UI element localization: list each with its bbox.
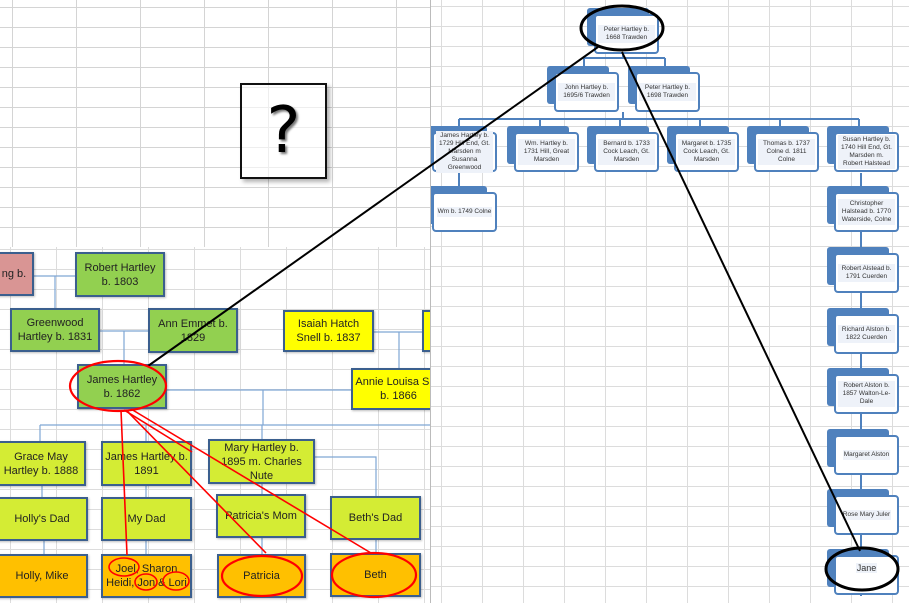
node-label: John Hartley b. 1695/6 Trawden [558,83,615,101]
james-hartley-1891-box[interactable]: James Hartley b. 1891 [101,441,192,486]
box-label: Holly's Dad [14,513,70,525]
holly-mike-box[interactable]: Holly, Mike [0,554,88,598]
org-node-child[interactable]: Margaret b. 1735 Cock Leach, Gt. Marsden [667,126,739,172]
node-label: Christopher Halstead b. 1770 Waterside, … [838,199,895,225]
org-node-descendant[interactable]: Robert Alston b. 1857 Walton-Le-Dale [827,368,899,414]
box-label: Greenwood Hartley b. 1831 [17,317,93,343]
partial-yellow-box[interactable] [422,310,430,352]
box-label: Joel, Sharon Heidi, Jon & Lori [106,563,187,589]
robert-hartley-box[interactable]: Robert Hartley b. 1803 [75,252,165,297]
org-node-peter-1698[interactable]: Peter Hartley b. 1698 Trawden [628,66,700,112]
org-node-descendant[interactable]: Christopher Halstead b. 1770 Waterside, … [827,186,899,232]
my-dad-box[interactable]: My Dad [101,497,192,541]
box-label: ng b. [1,268,27,280]
org-node-child[interactable]: Susan Hartley b. 1740 Hill End, Gt. Mars… [827,126,899,172]
spreadsheet-family-tree-left: ng b. Robert Hartley b. 1803 Greenwood H… [0,247,430,603]
spreadsheet-grid-top-left: ? [0,0,430,247]
org-node-peter-1668[interactable]: Peter Hartley b. 1668 Trawden [587,8,659,54]
box-label: Robert Hartley b. 1803 [84,261,156,288]
pink-ancestor-box[interactable]: ng b. [0,252,34,296]
node-label: Susan Hartley b. 1740 Hill End, Gt. Mars… [838,135,895,169]
box-label: Grace May Hartley b. 1888 [3,450,79,477]
annie-louisa-snell-box[interactable]: Annie Louisa Sne b. 1866 [351,368,430,410]
box-label: Beth's Dad [348,512,403,524]
beths-dad-box[interactable]: Beth's Dad [330,496,421,540]
patricia-box[interactable]: Patricia [217,554,306,598]
joel-sharon-heidi-jon-lori-box[interactable]: Joel, Sharon Heidi, Jon & Lori [101,554,192,598]
beth-box[interactable]: Beth [330,553,421,597]
box-label: Holly, Mike [15,570,69,582]
org-node-child[interactable]: James Hartley b. 1729 Hill End, Gt. Mars… [431,126,497,173]
hollys-dad-box[interactable]: Holly's Dad [0,497,88,541]
node-label: Wm. Hartley b. 1731 Hill, Great Marsden [518,139,575,165]
box-label: James Hartley b. 1862 [86,373,158,400]
grace-may-hartley-box[interactable]: Grace May Hartley b. 1888 [0,441,86,486]
box-label: Isaiah Hatch Snell b. 1837 [296,318,361,344]
org-node-john[interactable]: John Hartley b. 1695/6 Trawden [547,66,619,112]
mary-hartley-box[interactable]: Mary Hartley b. 1895 m. Charles Nute [208,439,315,484]
box-label: Patricia [243,570,280,582]
node-label: Bernard b. 1733 Cock Leach, Gt. Marsden [598,139,655,165]
node-label: Margaret b. 1735 Cock Leach, Gt. Marsden [678,139,735,165]
node-label: Peter Hartley b. 1668 Trawden [598,25,655,43]
box-label: Mary Hartley b. 1895 m. Charles Nute [221,441,302,482]
node-label: Margaret Alston [842,450,891,460]
node-label: Robert Alstead b. 1791 Cuerden [838,264,895,282]
node-label: Wm b. 1749 Colne [436,207,493,217]
org-node-descendant[interactable]: Robert Alstead b. 1791 Cuerden [827,247,899,293]
node-label: Rose Mary Juler [841,510,892,520]
box-label: Patricia's Mom [225,510,297,522]
ann-emmet-box[interactable]: Ann Emmet b. 1829 [148,308,238,353]
org-node-jane[interactable]: Jane [827,549,899,595]
node-label: Jane [855,563,878,573]
org-node-child[interactable]: Bernard b. 1733 Cock Leach, Gt. Marsden [587,126,659,172]
spreadsheet-smartart-tree-right: Peter Hartley b. 1668 Trawden John Hartl… [430,0,909,603]
org-node-wm-1749[interactable]: Wm b. 1749 Colne [431,186,497,232]
org-node-child[interactable]: Thomas b. 1737 Colne d. 1811 Colne [747,126,819,172]
box-label: My Dad [127,513,166,525]
box-label: Annie Louisa Sne b. 1866 [355,376,430,402]
box-label: Beth [364,569,387,581]
node-label: Robert Alston b. 1857 Walton-Le-Dale [838,381,895,407]
node-label: James Hartley b. 1729 Hill End, Gt. Mars… [436,131,493,173]
org-node-descendant[interactable]: Margaret Alston [827,429,899,475]
patricias-mom-box[interactable]: Patricia's Mom [216,494,306,538]
node-label: Peter Hartley b. 1698 Trawden [639,83,696,101]
james-hartley-1862-box[interactable]: James Hartley b. 1862 [77,364,167,409]
greenwood-hartley-box[interactable]: Greenwood Hartley b. 1831 [10,308,100,352]
box-label: Ann Emmet b. 1829 [158,317,228,344]
node-label: Thomas b. 1737 Colne d. 1811 Colne [758,139,815,165]
question-mark-text: ? [266,94,301,168]
org-node-child[interactable]: Wm. Hartley b. 1731 Hill, Great Marsden [507,126,579,172]
connector-lines [34,275,430,554]
org-node-descendant[interactable]: Rose Mary Juler [827,489,899,535]
box-label: James Hartley b. 1891 [105,450,188,477]
question-mark-box: ? [240,83,327,179]
isaiah-snell-box[interactable]: Isaiah Hatch Snell b. 1837 [283,310,374,352]
node-label: Richard Alston b. 1822 Cuerden [838,325,895,343]
org-node-descendant[interactable]: Richard Alston b. 1822 Cuerden [827,308,899,354]
